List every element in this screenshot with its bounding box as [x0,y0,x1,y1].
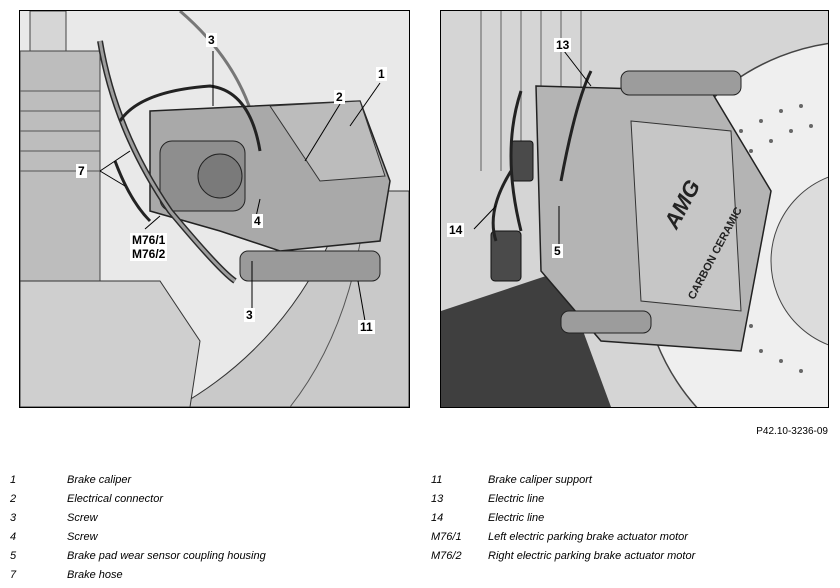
callout-7: 7 [76,164,87,178]
legend-number: 1 [10,474,17,486]
legend-number: M76/1 [431,531,462,543]
legend-number: 2 [10,493,17,505]
legend-text: Brake pad wear sensor coupling housing [67,550,266,562]
legend-text: Electrical connector [67,493,163,505]
callout-11: 11 [358,320,375,334]
legend-number: M76/2 [431,550,462,562]
legend-text: Screw [67,512,98,524]
legend-number: 13 [431,493,444,505]
legend-text: Electric line [488,493,545,505]
callout-m76-2: M76/2 [130,247,168,261]
legend-number: 4 [10,531,17,543]
left-brake-illustration [20,11,409,407]
legend-number: 7 [10,569,17,581]
right-illustration-panel: AMG CARBON CERAMIC 13 14 5 [440,10,829,408]
callout-1: 1 [376,67,387,81]
legend-text: Brake hose [67,569,123,581]
callout-m76-1: M76/1 [130,233,168,247]
callout-2: 2 [334,90,345,104]
callout-14: 14 [447,223,465,237]
legend-number: 14 [431,512,444,524]
legend-text: Right electric parking brake actuator mo… [488,550,696,562]
legend-text: Screw [67,531,98,543]
legend-number: 5 [10,550,17,562]
legend-text: Brake caliper support [488,474,592,486]
legend-text: Electric line [488,512,545,524]
right-brake-illustration [441,11,828,407]
legend-text: Brake caliper [67,474,132,486]
callout-5: 5 [552,244,563,258]
left-illustration-panel: 1 2 3 3 4 7 M76/1 M76/2 11 [19,10,410,408]
legend: 1 Brake caliper 2 Electrical connector 3… [0,474,840,588]
callout-3-bottom: 3 [244,308,255,322]
legend-text: Left electric parking brake actuator mot… [488,531,688,543]
figure-id: P42.10-3236-09 [756,426,828,437]
legend-number: 3 [10,512,17,524]
callout-3-top: 3 [206,33,217,47]
legend-number: 11 [431,474,443,486]
callout-4: 4 [252,214,263,228]
callout-13: 13 [554,38,572,52]
